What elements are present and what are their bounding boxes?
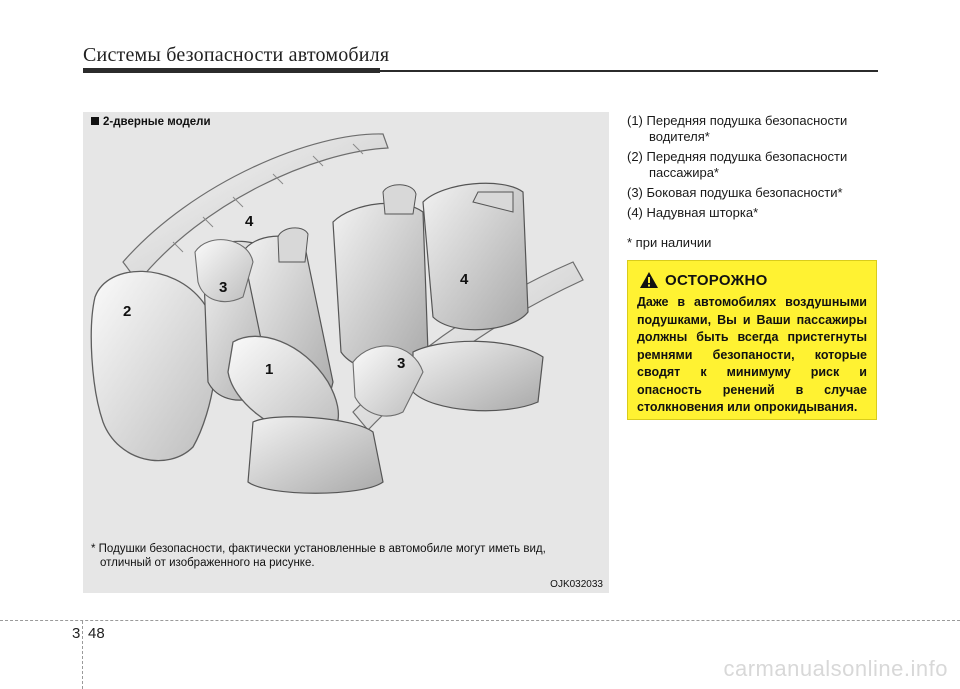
callout-3-rear: 3 [397,355,405,372]
header-rule-thin [380,70,878,72]
warning-text: Даже в автомобилях воздушными подушками,… [637,294,867,417]
legend-footnote: * при наличии [627,235,897,251]
legend-item: (2) Передняя подушка безопасности пассаж… [627,149,897,181]
warning-title: ОСТОРОЖНО [665,272,768,289]
footer-divider [0,620,960,621]
figure-code: OJK032033 [550,579,603,590]
figure-footnote: * Подушки безопасности, фактически устан… [91,542,601,570]
warning-box: ОСТОРОЖНО Даже в автомобилях воздушными … [627,260,877,420]
callout-3-front: 3 [219,279,227,296]
legend-item: (1) Передняя подушка безопасности водите… [627,113,897,145]
figure-footnote-line2: отличный от изображенного на рисунке. [91,556,601,570]
page-number: 48 [88,625,105,642]
footer-vertical-divider [82,621,83,689]
passenger-airbag [91,271,216,460]
airbag-illustration: 1 2 3 3 4 4 [83,112,609,593]
watermark: carmanualsonline.info [723,656,948,682]
callout-2: 2 [123,303,131,320]
warning-triangle-icon [639,271,659,289]
callout-1: 1 [265,361,273,378]
airbag-legend: (1) Передняя подушка безопасности водите… [627,113,897,251]
airbag-figure: 1 2 3 3 4 4 2-дверные модели * Подушки б… [83,112,609,593]
legend-item: (4) Надувная шторка* [627,205,897,221]
warning-header: ОСТОРОЖНО [637,269,867,291]
chapter-number: 3 [72,625,80,642]
section-title: Системы безопасности автомобиля [83,44,389,67]
figure-footnote-line1: * Подушки безопасности, фактически устан… [91,543,546,555]
rear-seat [333,203,428,370]
legend-item: (3) Боковая подушка безопасности* [627,185,897,201]
side-airbag-rear [353,346,423,416]
figure-caption: 2-дверные модели [91,116,211,128]
callout-4-front: 4 [245,213,254,230]
square-bullet-icon [91,117,99,125]
callout-4-rear: 4 [460,271,469,288]
header-rule-thick [83,68,380,73]
